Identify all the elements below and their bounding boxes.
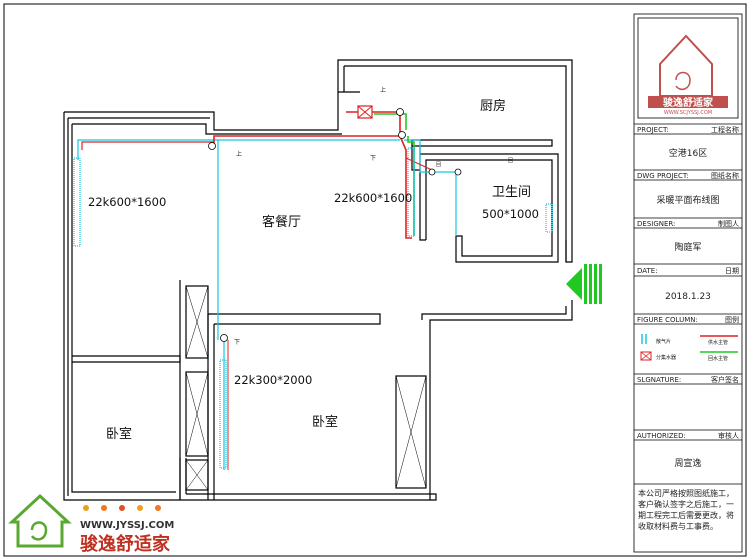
logo-url: WWW.SCJYSSJ.COM — [664, 110, 712, 116]
legend-item-manifold: 分集水器 — [656, 354, 676, 361]
legend-manifold-icon — [640, 351, 652, 361]
radiator-label-bath: 500*1000 — [482, 207, 539, 221]
legend-name-label: 图例 — [725, 315, 739, 324]
supply-branch — [399, 135, 412, 239]
radiator-bedroom — [219, 359, 227, 469]
room-label-bathroom: 卫生间 — [492, 185, 531, 200]
dwg-value: 采暖平面布线图 — [656, 194, 719, 206]
date-value: 2018.1.23 — [665, 292, 711, 302]
return-main — [374, 113, 407, 130]
valve-label-down1: 下 — [370, 155, 376, 162]
walls — [63, 59, 573, 501]
radiator-left — [73, 157, 81, 247]
footer-url: WWW.JYSSJ.COM — [80, 520, 174, 531]
valves — [208, 108, 462, 342]
project-name-label: 工程名称 — [711, 125, 739, 134]
dwg-label: DWG PROJECT: — [637, 172, 689, 180]
designer-name-label: 制图人 — [718, 219, 739, 228]
dwg-name-label: 图纸名称 — [711, 171, 739, 180]
valve-label-bath-b: 回 — [508, 158, 513, 164]
signature-label: SLGNATURE: — [637, 376, 681, 384]
drawing-border — [3, 3, 747, 557]
date-label: DATE: — [637, 267, 658, 275]
designer-label: DESIGNER: — [637, 220, 675, 228]
legend-item-radiator: 散气片 — [656, 338, 671, 345]
logo-text: 骏逸舒适家 — [663, 96, 714, 109]
return-branch — [407, 136, 415, 236]
room-label-bedroom-main: 卧室 — [312, 414, 338, 430]
radiator-label-left: 22k600*1600 — [88, 195, 166, 209]
room-label-bedroom-left: 卧室 — [106, 426, 132, 442]
radiator-center — [407, 147, 415, 237]
legend-item-supply: 供水主管 — [708, 339, 728, 346]
title-block — [633, 13, 743, 553]
authorized-name-label: 审核人 — [718, 431, 739, 440]
radiator-bath — [545, 203, 553, 233]
weather-icons — [83, 505, 161, 511]
radiator-pipe-right — [404, 139, 457, 236]
radiators — [73, 147, 553, 469]
legend: 散气片 供水主管 分集水器 回水主管 — [640, 334, 738, 362]
manifold-icon — [357, 105, 373, 119]
title-block-note: 本公司严格按照图纸施工，客户确认签字之后施工，一期工程完工后需要更改，将收取材料… — [638, 489, 734, 531]
room-label-living: 客餐厅 — [262, 214, 301, 230]
authorized-value: 周宣逸 — [674, 457, 701, 469]
legend-label: FIGURE COLUMN: — [637, 316, 698, 324]
radiator-label-center: 22k600*1600 — [334, 191, 412, 205]
legend-radiator-icon — [641, 334, 647, 344]
supply-left — [81, 141, 214, 150]
footer-name: 骏逸舒适家 — [80, 533, 171, 555]
company-logo: 骏逸舒适家 WWW.SCJYSSJ.COM — [648, 34, 728, 116]
authorized-label: AUTHORIZED: — [637, 432, 686, 440]
valve-label-bath-a: 回 — [436, 162, 441, 168]
valve-label-down2: 下 — [234, 339, 240, 346]
designer-value: 陶庭军 — [674, 241, 701, 253]
valve-label-up2: 上 — [236, 150, 242, 158]
radiator-pipe-left — [77, 139, 400, 160]
supply-bath — [405, 157, 433, 171]
pipes — [77, 111, 457, 470]
room-label-kitchen: 厨房 — [480, 98, 506, 114]
project-label: PROJECT: — [637, 126, 669, 134]
project-value: 空港16区 — [669, 147, 707, 159]
radiator-label-bedroom: 22k300*2000 — [234, 373, 312, 387]
valve-label-up1: 上 — [380, 86, 386, 94]
legend-item-return: 回水主管 — [708, 355, 728, 362]
entrance-arrow-icon — [566, 264, 602, 304]
date-name-label: 日期 — [725, 267, 739, 275]
signature-name-label: 客户签名 — [711, 375, 739, 384]
footer-brand: WWW.JYSSJ.COM 骏逸舒适家 — [8, 493, 174, 555]
